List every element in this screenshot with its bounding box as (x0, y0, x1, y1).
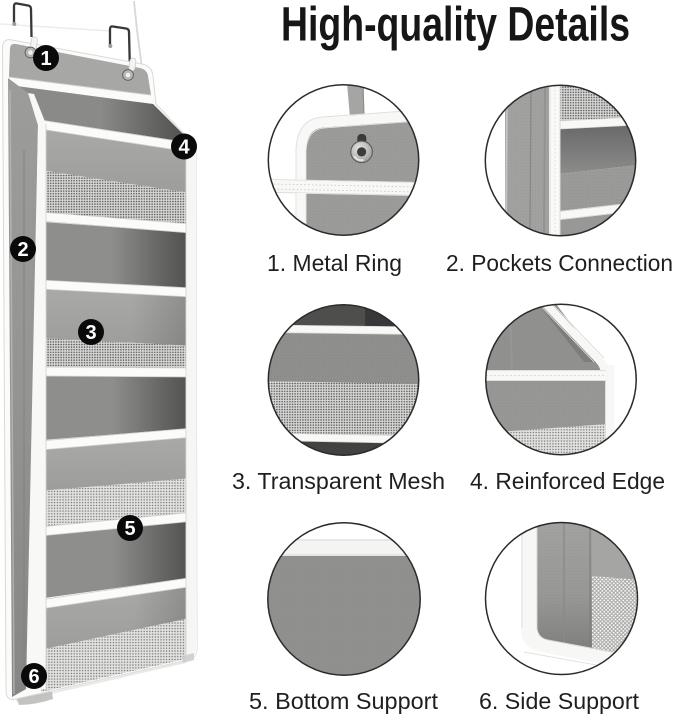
svg-text:4. Reinforced Edge: 4. Reinforced Edge (470, 468, 665, 494)
svg-text:3. Transparent Mesh: 3. Transparent Mesh (232, 468, 445, 494)
svg-text:1: 1 (40, 48, 51, 70)
svg-text:1. Metal Ring: 1. Metal Ring (267, 250, 402, 276)
svg-text:5: 5 (124, 518, 135, 540)
svg-text:6. Side Support: 6. Side Support (479, 688, 639, 714)
svg-text:2: 2 (17, 239, 28, 261)
svg-text:3: 3 (85, 322, 96, 344)
svg-text:6: 6 (28, 666, 39, 688)
svg-text:High-quality Details: High-quality Details (281, 0, 630, 52)
svg-text:4: 4 (178, 136, 190, 158)
svg-text:5. Bottom Support: 5. Bottom Support (249, 688, 438, 714)
svg-text:2. Pockets Connection: 2. Pockets Connection (446, 250, 673, 276)
